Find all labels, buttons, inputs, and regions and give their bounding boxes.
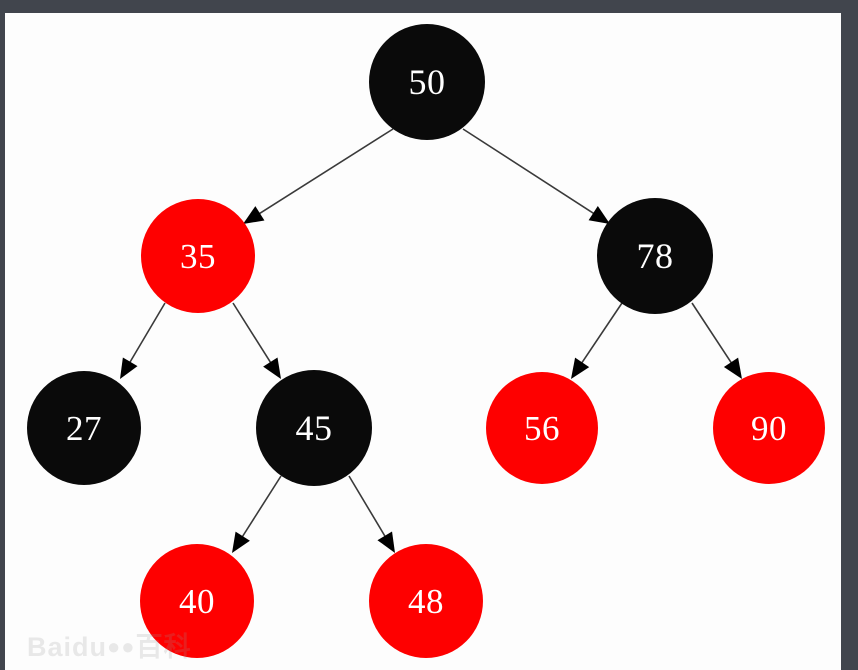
tree-edge-arrowhead <box>723 357 742 379</box>
paw-icon: ●● <box>107 634 136 659</box>
tree-node-label: 27 <box>66 408 102 448</box>
tree-edge <box>462 128 597 216</box>
tree-edge-arrowhead <box>571 357 590 379</box>
tree-node-35[interactable]: 35 <box>141 199 255 313</box>
tree-edge-layer <box>120 128 742 553</box>
watermark-text-right: 百科 <box>135 632 192 662</box>
baidu-watermark: Baidu●●百科 <box>27 625 192 664</box>
diagram-canvas: 50 35 78 27 45 56 90 40 48 Baidu●●百科 <box>5 13 841 670</box>
tree-edge <box>256 128 394 217</box>
tree-node-45[interactable]: 45 <box>256 370 372 486</box>
tree-node-90[interactable]: 90 <box>713 372 825 484</box>
tree-edge <box>232 302 274 366</box>
tree-node-48[interactable]: 48 <box>369 544 483 658</box>
tree-node-56[interactable]: 56 <box>486 372 598 484</box>
tree-edge-arrowhead <box>243 206 265 224</box>
tree-edge-arrowhead <box>120 357 138 379</box>
tree-edge-arrowhead <box>263 357 281 379</box>
tree-edge-arrowhead <box>377 531 395 553</box>
tree-node-label: 50 <box>408 62 446 102</box>
tree-edge <box>127 302 166 366</box>
tree-node-label: 40 <box>179 581 215 621</box>
tree-edge <box>239 475 282 540</box>
tree-edge <box>579 302 623 367</box>
tree-node-50[interactable]: 50 <box>369 24 485 140</box>
tree-node-label: 90 <box>751 408 787 448</box>
tree-node-label: 45 <box>295 408 333 448</box>
tree-node-label: 48 <box>408 581 444 621</box>
tree-node-label: 78 <box>636 236 674 276</box>
watermark-text-left: Baidu <box>27 632 108 662</box>
tree-node-40[interactable]: 40 <box>140 544 254 658</box>
tree-edge <box>348 475 388 540</box>
tree-node-label: 35 <box>180 236 216 276</box>
tree-node-27[interactable]: 27 <box>27 371 141 485</box>
tree-edge <box>691 302 734 367</box>
tree-node-label: 56 <box>524 408 560 448</box>
tree-edge-arrowhead <box>232 531 250 553</box>
tree-node-78[interactable]: 78 <box>597 198 713 314</box>
tree-edge-arrowhead <box>588 206 610 224</box>
